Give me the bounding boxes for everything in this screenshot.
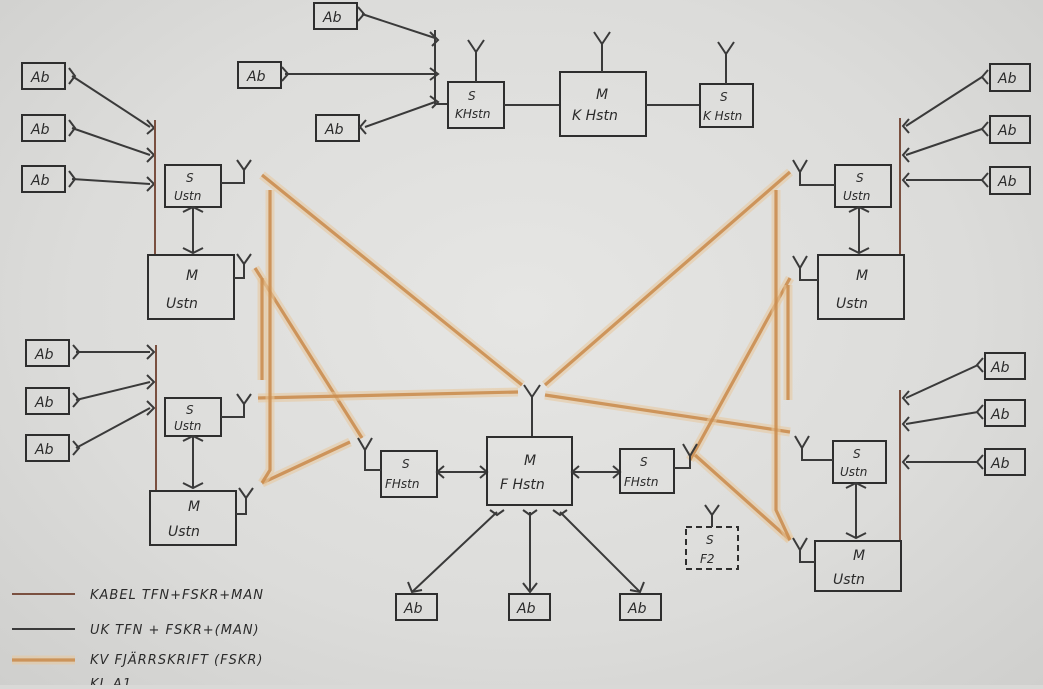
s-ustn-box [832,440,887,484]
ab-box [508,593,551,621]
s-label: S [186,403,194,417]
m-ustn-box [149,490,237,546]
kv-link [260,190,272,484]
m-label: M [596,87,608,103]
ustn-label: Ustn [836,296,868,312]
legend-kabel-label: KABEL TFN+FSKR+MAN [90,588,264,603]
ustn-label: Ustn [833,572,865,588]
ab-label: Ab [997,174,1017,190]
ustn-label: Ustn [174,189,201,203]
ustn-label: Ustn [166,296,198,312]
s-label: S [468,89,476,103]
ab-label: Ab [30,173,50,189]
top-group: Ab Ab Ab S KHstn M K Hstn S K Hstn [237,2,754,142]
m-ustn-box [817,254,905,320]
ab-box [21,165,66,193]
legend: KABEL TFN+FSKR+MAN UK TFN + FSKR+(MAN) K… [12,588,264,689]
s-label: S [853,447,861,461]
ab-label: Ab [627,601,647,617]
ab-box [25,339,70,367]
kv-link [257,390,519,400]
ab-label: Ab [30,122,50,138]
ustn-label: Ustn [843,189,870,203]
ab-box [989,63,1031,92]
m-khstn-box [559,71,647,137]
ab-box [395,593,438,621]
s-label: S [402,457,410,471]
kv-links [251,168,795,544]
ab-label: Ab [34,442,54,458]
legend-kl-label: KL A1 [90,677,132,685]
ab-box [315,114,360,142]
ustn-label: Ustn [168,524,200,540]
ab-label: Ab [990,407,1010,423]
s-label: S [856,171,864,185]
ab-label: Ab [990,360,1010,376]
ab-box [25,387,70,415]
ab-box [984,448,1026,476]
ustn-label: Ustn [840,465,867,479]
ustn-label: Ustn [174,419,201,433]
s-label: S [720,90,728,104]
s-label: S [186,171,194,185]
legend-uk-label: UK TFN + FSKR+(MAN) [90,623,260,638]
top-left-group: Ab Ab Ab S Ustn M Ustn [21,62,252,320]
fhstn-label: FHstn [624,475,659,489]
khstn-label: K Hstn [572,108,618,124]
m-label: M [186,268,198,284]
ab-label: Ab [997,71,1017,87]
ab-label: Ab [403,601,423,617]
khstn-label: KHstn [455,107,490,121]
m-label: M [856,268,868,284]
khstn-label: K Hstn [703,109,742,123]
bottom-left-group: Ab Ab Ab S Ustn M Ustn [25,339,254,546]
ab-label: Ab [516,601,536,617]
fhstn-label: FHstn [385,477,420,491]
ab-label: Ab [34,395,54,411]
ab-box [313,2,358,30]
top-right-group: Ab Ab Ab S Ustn M Ustn [792,63,1031,320]
ab-label: Ab [34,347,54,363]
m-label: M [853,548,865,564]
fhstn-label: F Hstn [500,477,545,493]
m-fhstn-box [486,436,573,506]
ab-label: Ab [246,69,266,85]
m-label: M [188,499,200,515]
ab-label: Ab [324,122,344,138]
m-label: M [524,453,536,469]
m-ustn-box [147,254,235,320]
s-khstn-box [447,81,505,129]
bottom-right-group: Ab Ab Ab S Ustn M Ustn [792,352,1026,592]
ab-label: Ab [997,123,1017,139]
ab-box [619,593,662,621]
s-label: S [706,533,714,547]
central-group: S FHstn M F Hstn S FHstn S F2 Ab Ab Ab [357,384,739,621]
kv-link [260,173,524,387]
kv-link [774,190,792,541]
s-fhstn-box [619,448,675,494]
ab-box [237,61,282,89]
ab-label: Ab [322,10,342,26]
ab-box [984,352,1026,380]
ab-label: Ab [990,456,1010,472]
ab-box [25,434,70,462]
kv-link [261,440,351,485]
kv-link [693,453,792,542]
s-label: S [640,455,648,469]
legend-kv-label: KV FJÄRRSKRIFT (FSKR) [90,652,263,668]
f2-label: F2 [700,552,715,566]
ab-label: Ab [30,70,50,86]
ab-box [989,115,1031,144]
ab-box [21,114,66,142]
ab-box [989,166,1031,195]
kv-link [543,170,792,387]
ab-box [984,399,1026,427]
m-ustn-box [814,540,902,592]
kv-link [544,393,791,434]
ab-box [21,62,66,90]
s-fhstn-box [380,450,438,498]
